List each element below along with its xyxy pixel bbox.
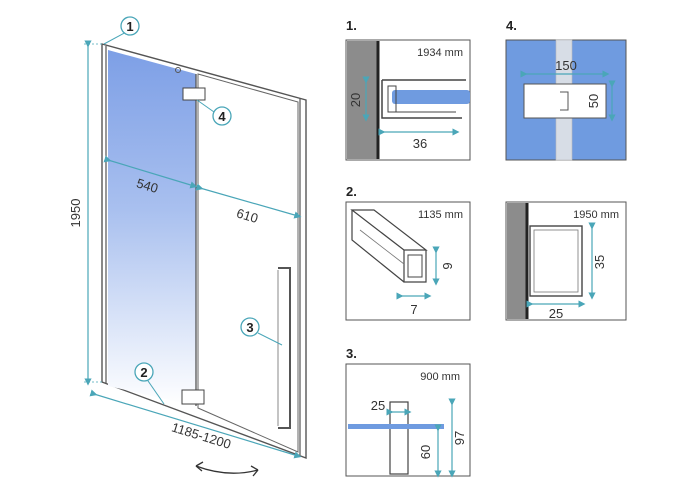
wall [347, 41, 377, 159]
glass-edge [392, 90, 470, 104]
callout-3: 3 [240, 317, 283, 346]
svg-text:97: 97 [452, 431, 467, 445]
svg-text:2.: 2. [346, 184, 357, 199]
detail-3: 3. 900 mm 25 60 97 [345, 346, 471, 478]
detail-5: 1950 mm 35 25 [505, 201, 627, 321]
svg-text:1: 1 [126, 19, 133, 34]
detail-1: 1. 1934 mm 20 36 [345, 18, 471, 161]
callout-2: 2 [134, 362, 165, 405]
panel-left-label: 540 [135, 175, 160, 196]
fixed-glass-panel [108, 50, 196, 406]
svg-text:2: 2 [140, 365, 147, 380]
svg-text:1135 mm: 1135 mm [418, 209, 463, 221]
top-hinge [182, 87, 206, 101]
svg-text:25: 25 [371, 398, 385, 413]
svg-text:1.: 1. [346, 18, 357, 33]
bottom-hinge [181, 389, 205, 405]
callout-4: 4 [196, 99, 232, 126]
main-door-drawing: 1950 1185-1200 540 610 [68, 40, 307, 477]
door-frame [101, 43, 307, 460]
svg-text:25: 25 [549, 306, 563, 321]
panel-right-label: 610 [235, 205, 260, 226]
svg-text:1934 mm: 1934 mm [417, 47, 463, 59]
wall [507, 203, 527, 319]
svg-text:60: 60 [418, 445, 433, 459]
hinged-door-panel [197, 73, 299, 453]
svg-text:900 mm: 900 mm [420, 371, 460, 383]
svg-text:9: 9 [440, 262, 455, 269]
callout-1: 1 [103, 16, 140, 45]
swing-arrow [195, 465, 259, 474]
svg-text:35: 35 [592, 255, 607, 269]
svg-text:150: 150 [555, 58, 577, 73]
svg-text:36: 36 [413, 136, 427, 151]
svg-text:3: 3 [246, 320, 253, 335]
svg-text:4: 4 [218, 109, 226, 124]
width-range-label: 1185-1200 [170, 420, 233, 452]
detail-2: 2. 1135 mm 9 7 [345, 184, 471, 321]
svg-text:50: 50 [586, 94, 601, 108]
svg-text:3.: 3. [346, 346, 357, 361]
svg-text:20: 20 [348, 93, 363, 107]
height-label: 1950 [68, 199, 83, 228]
svg-text:7: 7 [410, 302, 417, 317]
svg-text:4.: 4. [506, 18, 517, 33]
hinge-block [523, 83, 607, 119]
svg-text:1950 mm: 1950 mm [573, 209, 619, 221]
detail-4: 4. 150 50 [505, 18, 627, 161]
